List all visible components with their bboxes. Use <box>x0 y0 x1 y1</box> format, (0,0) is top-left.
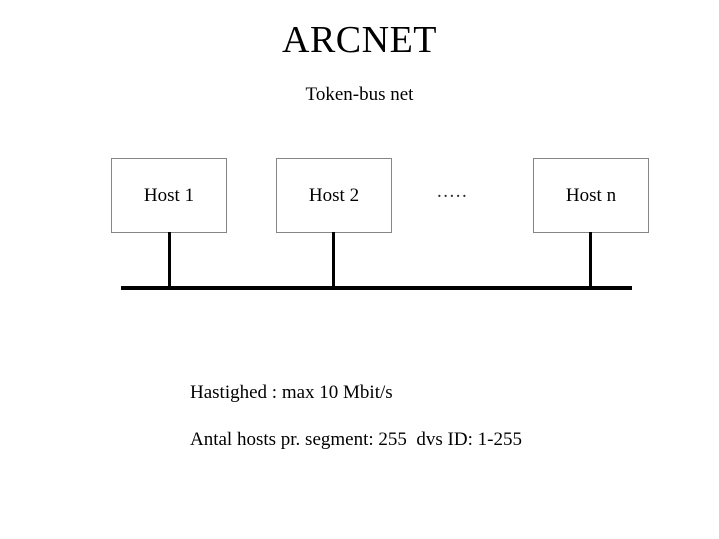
note-host-count: Antal hosts pr. segment: 255 dvs ID: 1-2… <box>190 429 522 450</box>
drop-line-host-2 <box>332 232 335 288</box>
page-subtitle: Token-bus net <box>305 84 414 105</box>
host-node-2-label: Host 2 <box>308 184 360 206</box>
host-node-1-label: Host 1 <box>143 184 195 206</box>
drop-line-host-n <box>589 232 592 288</box>
host-node-n: Host n <box>533 158 649 233</box>
host-node-2: Host 2 <box>276 158 392 233</box>
drop-line-host-1 <box>168 232 171 288</box>
bus-backbone-line <box>121 286 632 290</box>
host-node-n-label: Host n <box>565 184 617 206</box>
host-node-1: Host 1 <box>111 158 227 233</box>
note-speed: Hastighed : max 10 Mbit/s <box>190 382 393 403</box>
ellipsis-indicator: ..... <box>437 181 469 202</box>
page-title: ARCNET <box>282 19 437 61</box>
